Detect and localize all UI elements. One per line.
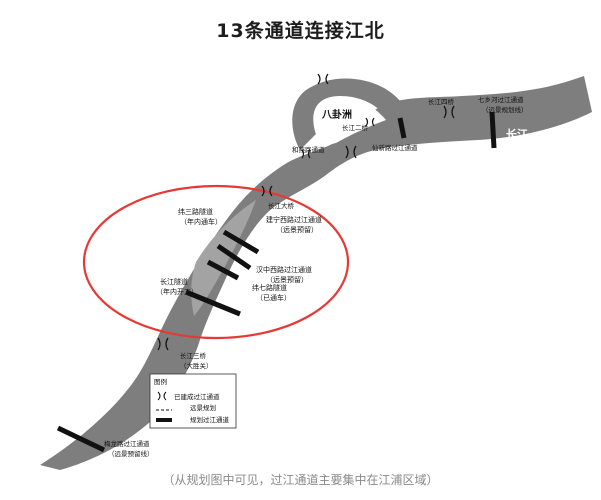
changjiang-4th-bridge-label: 长江四桥 bbox=[428, 97, 455, 106]
jiangxinzhou-island bbox=[191, 200, 256, 316]
tunnel-bar-jianning bbox=[216, 243, 252, 271]
figure-caption: （从规划图中可见，过江通道主要集中在江浦区域） bbox=[162, 473, 439, 487]
changjiang-3rd-bridge-note: （大胜关） bbox=[180, 361, 213, 370]
bridge-marker-baguazhou-north bbox=[317, 73, 329, 85]
jianning-tunnel-note: （远景预留） bbox=[276, 225, 318, 234]
changjiang-bridge-label: 长江大桥 bbox=[268, 201, 295, 210]
legend-bridge-icon bbox=[157, 391, 167, 401]
map-legend: 图例 已建成过江通道 远景规划 规划过江通道 bbox=[149, 373, 237, 429]
changjiang-2nd-bridge-label: 长江二桥 bbox=[342, 123, 369, 132]
longhai-tunnel-label: 汉中西路过江通道 bbox=[256, 265, 312, 274]
meilong-tunnel-label: 梅龙路过江通道 bbox=[104, 439, 150, 448]
weiqi-tunnel-note: （已通车） bbox=[256, 293, 291, 302]
tunnel-bar-changjiang-tunnel bbox=[185, 289, 241, 317]
bridge-marker-heyan bbox=[301, 149, 311, 159]
qixiang-tunnel-note: （远景规划线） bbox=[482, 105, 528, 114]
legend-bridge-built: 已建成过江通道 bbox=[174, 392, 220, 401]
changjiang-tunnel-note: （年内开工） bbox=[156, 287, 198, 296]
tunnel-bar-qixiang bbox=[489, 111, 497, 149]
meilong-tunnel-note: （远景预留线） bbox=[108, 449, 154, 458]
bridge-marker-changjiang bbox=[261, 185, 273, 197]
bridge-marker-2nd bbox=[345, 145, 357, 159]
changjiang-3rd-bridge-label: 长江三桥 bbox=[180, 351, 207, 360]
qixiang-tunnel-label: 七乡河过江通道 bbox=[478, 95, 524, 104]
jianning-tunnel-label: 建宁西路过江通道 bbox=[266, 215, 322, 224]
heyan-tunnel-label: 和燕路通道 bbox=[292, 145, 325, 154]
tunnel-bar-meilong bbox=[56, 425, 106, 453]
legend-tunnel-planned: 远景规划 bbox=[190, 403, 216, 412]
legend-title: 图例 bbox=[154, 377, 167, 386]
river-north-branch bbox=[292, 78, 408, 150]
map-title: 13条通道连接江北 bbox=[216, 20, 385, 42]
jiangpu-focus-circle bbox=[82, 184, 350, 340]
tunnel-bar-weisan bbox=[222, 229, 260, 255]
river-label: 长江 bbox=[506, 127, 528, 141]
legend-tunnel-built: 规划过江通道 bbox=[190, 415, 230, 424]
weisan-tunnel-note: （年内通车） bbox=[180, 217, 222, 226]
tunnel-bars bbox=[56, 111, 497, 453]
bridge-marker-3rd bbox=[157, 337, 169, 351]
jingxin-tunnel-label: 仙新路过江通道 bbox=[372, 143, 418, 152]
changjiang-tunnel-label: 长江隧道 bbox=[160, 277, 188, 286]
baguazhou-island bbox=[313, 98, 386, 144]
tunnel-bar-longhai bbox=[206, 259, 240, 281]
weisan-tunnel-label: 纬三路隧道 bbox=[178, 207, 213, 216]
longhai-tunnel-note: （远景预留） bbox=[266, 275, 308, 284]
weiqi-tunnel-label: 纬七路隧道 bbox=[252, 283, 287, 292]
tunnel-bar-xinzhen bbox=[397, 117, 407, 139]
bridge-marker-island-east bbox=[365, 117, 375, 127]
baguazhou-label: 八卦洲 bbox=[321, 108, 352, 121]
yangtze-river bbox=[40, 76, 592, 470]
bridge-markers bbox=[157, 73, 455, 351]
bridge-marker-4th bbox=[443, 105, 455, 119]
